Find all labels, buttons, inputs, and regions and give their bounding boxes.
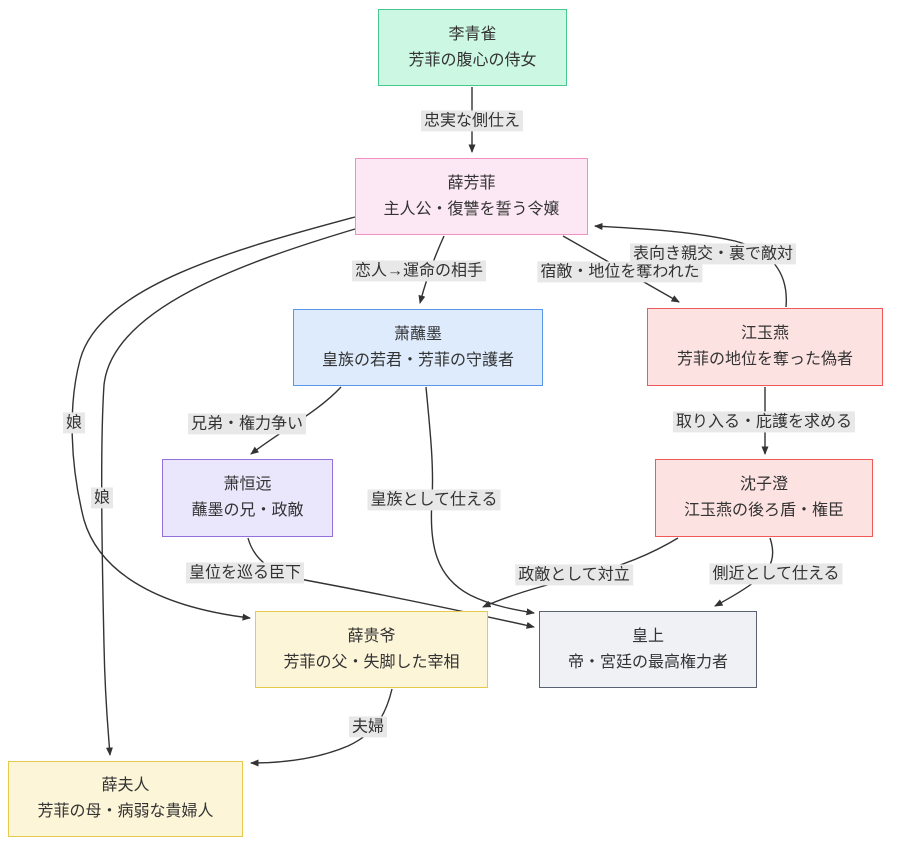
edge-label-serve-as-royalty: 皇族として仕える xyxy=(367,489,501,511)
node-name: 江玉燕 xyxy=(740,325,789,342)
node-name: 薛芳菲 xyxy=(447,174,496,192)
edge-label-daughter-mother: 娘 xyxy=(90,487,114,509)
node-xiao-hengyuan: 萧恒远 蘸墨の兄・政敵 xyxy=(162,459,333,537)
edge-jiangyuyan-xuefangfei xyxy=(594,222,787,308)
node-description: 皇族の若君・芳菲の守護者 xyxy=(321,351,514,369)
edge-label-daughter-father: 娘 xyxy=(62,412,86,434)
edge-label-lover-destiny: 恋人→運命の相手 xyxy=(351,260,487,282)
node-xue-guiye: 薛贵爷 芳菲の父・失脚した宰相 xyxy=(255,611,488,688)
edge-xiaozhanmo-huangshang xyxy=(425,386,535,616)
node-name: 李青雀 xyxy=(448,25,497,43)
node-huang-shang: 皇上 帝・宮廷の最高権力者 xyxy=(539,611,757,688)
node-name: 萧恒远 xyxy=(223,476,272,493)
edge-label-throne-vassal: 皇位を巡る臣下 xyxy=(185,562,305,584)
node-shen-zicheng: 沈子澄 江玉燕の後ろ盾・権臣 xyxy=(655,459,873,537)
node-name: 沈子澄 xyxy=(739,476,788,493)
node-xiao-zhanmo: 萧蘸墨 皇族の若君・芳菲の守護者 xyxy=(293,309,543,386)
node-description: 主人公・復讐を誓う令嬢 xyxy=(383,200,560,218)
edge-label-serve-as-aide: 側近として仕える xyxy=(709,563,843,585)
edge-label-seek-patronage: 取り入る・庇護を求める xyxy=(672,411,856,433)
edge-label-nemesis-usurped: 宿敵・地位を奪われた xyxy=(537,261,703,283)
edge-label-political-rivalry: 政敵として対立 xyxy=(515,564,633,586)
node-description: 芳菲の母・病弱な貴婦人 xyxy=(37,803,214,820)
node-description: 芳菲の腹心の侍女 xyxy=(408,51,537,69)
node-description: 江玉燕の後ろ盾・権臣 xyxy=(683,502,844,519)
node-xue-fangfei: 薛芳菲 主人公・復讐を誓う令嬢 xyxy=(355,158,588,235)
node-description: 帝・宮廷の最高権力者 xyxy=(567,653,728,671)
node-name: 薛贵爷 xyxy=(347,627,396,645)
node-name: 萧蘸墨 xyxy=(393,325,442,343)
edge-xuefangfei-xueguiye xyxy=(71,216,356,621)
edge-label-married-couple: 夫婦 xyxy=(348,716,388,738)
node-jiang-yuyan: 江玉燕 芳菲の地位を奪った偽者 xyxy=(647,308,883,386)
node-description: 芳菲の父・失脚した宰相 xyxy=(283,653,460,671)
edge-xueguiye-xuefuren xyxy=(250,688,393,767)
node-name: 皇上 xyxy=(631,627,664,645)
edge-label-loyal-attendant: 忠実な側仕え xyxy=(420,110,524,132)
node-li-qingque: 李青雀 芳菲の腹心の侍女 xyxy=(378,9,567,86)
node-description: 蘸墨の兄・政敵 xyxy=(191,502,304,519)
edge-label-friendly-facade: 表向き親交・裏で敵対 xyxy=(629,243,797,265)
edge-label-brothers-power-struggle: 兄弟・権力争い xyxy=(187,413,307,435)
node-name: 薛夫人 xyxy=(101,777,150,794)
node-description: 芳菲の地位を奪った偽者 xyxy=(676,351,853,368)
edge-xuefangfei-xuefuren xyxy=(100,228,356,756)
node-xue-furen: 薛夫人 芳菲の母・病弱な貴婦人 xyxy=(8,761,243,837)
